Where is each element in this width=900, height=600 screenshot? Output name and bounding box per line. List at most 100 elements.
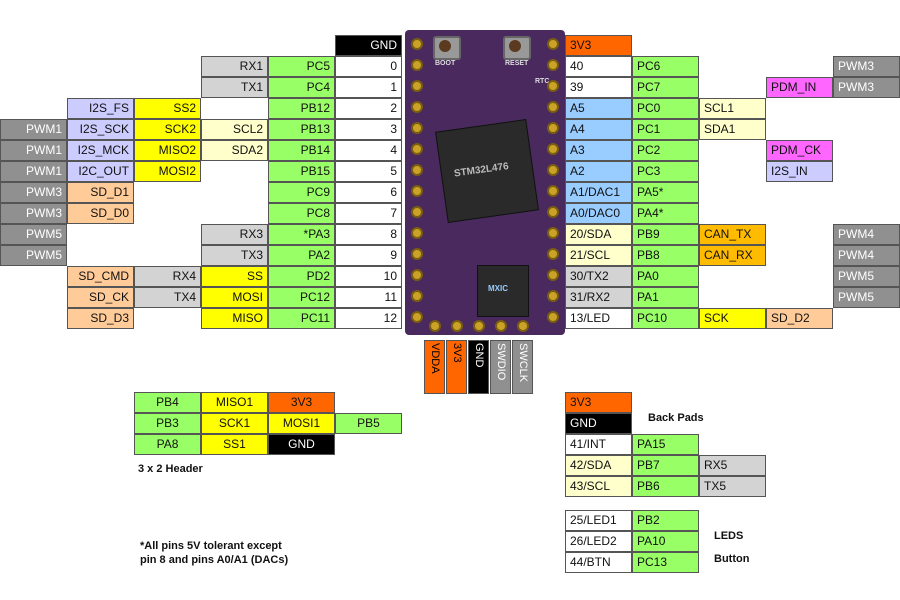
- bp-3v3: 3V3: [565, 392, 632, 413]
- button-title: Button: [714, 553, 750, 565]
- board-image: BOOT RESET RTC STM32L476 MXIC: [405, 30, 565, 335]
- pwm4-21: PWM4: [833, 245, 900, 266]
- hdr-3v3: 3V3: [268, 392, 335, 413]
- port-pd2: PD2: [268, 266, 335, 287]
- pin-3v3-right: 3V3: [565, 35, 632, 56]
- back-pads-title: Back Pads: [648, 412, 704, 424]
- port-pc8: PC8: [268, 203, 335, 224]
- bp-pa15: PA15: [632, 434, 699, 455]
- spi-ss2: SS2: [134, 98, 201, 119]
- pin-a3: A3: [565, 140, 632, 161]
- port-pa4: PA4*: [632, 203, 699, 224]
- board-pad: [411, 290, 423, 302]
- board-pad: [547, 122, 559, 134]
- pin-5: 5: [335, 161, 402, 182]
- board-pad: [547, 206, 559, 218]
- can-rx: CAN_RX: [699, 245, 766, 266]
- pin-8: 8: [335, 224, 402, 245]
- port-pc9: PC9: [268, 182, 335, 203]
- pin-7: 7: [335, 203, 402, 224]
- reset-label: RESET: [505, 60, 529, 67]
- pwm3-39: PWM3: [833, 77, 900, 98]
- board-pad: [547, 38, 559, 50]
- port-pc4: PC4: [268, 77, 335, 98]
- board-pad: [411, 80, 423, 92]
- pwm1-3: PWM1: [0, 119, 67, 140]
- board-pad: [547, 59, 559, 71]
- board-pad: [547, 290, 559, 302]
- port-pc2: PC2: [632, 140, 699, 161]
- sd-d0: SD_D0: [67, 203, 134, 224]
- board-pad: [547, 185, 559, 197]
- pin-4: 4: [335, 140, 402, 161]
- pin-40: 40: [565, 56, 632, 77]
- pin-13-led: 13/LED: [565, 308, 632, 329]
- bp-42-sda: 42/SDA: [565, 455, 632, 476]
- spi-miso: MISO: [201, 308, 268, 329]
- pdm-ck: PDM_CK: [766, 140, 833, 161]
- i2s-in: I2S_IN: [766, 161, 833, 182]
- board-pad: [547, 227, 559, 239]
- pwm5-8: PWM5: [0, 224, 67, 245]
- bp-rx5: RX5: [699, 455, 766, 476]
- chip-label: STM32L476: [453, 161, 510, 180]
- spi-ss: SS: [201, 266, 268, 287]
- spi-sck: SCK: [699, 308, 766, 329]
- board-pad: [411, 269, 423, 281]
- bp-tx5: TX5: [699, 476, 766, 497]
- pin-39: 39: [565, 77, 632, 98]
- pin-3: 3: [335, 119, 402, 140]
- pin-1: 1: [335, 77, 402, 98]
- port-pa3: *PA3: [268, 224, 335, 245]
- board-pad-bottom: [473, 320, 485, 332]
- board-pad: [547, 101, 559, 113]
- pin-9: 9: [335, 245, 402, 266]
- pin-swclk: SWCLK: [512, 340, 533, 394]
- board-pad: [547, 143, 559, 155]
- boot-label: BOOT: [435, 60, 456, 67]
- led-26: 26/LED2: [565, 531, 632, 552]
- board-pad: [547, 248, 559, 260]
- pin-swdio: SWDIO: [490, 340, 511, 394]
- pin-2: 2: [335, 98, 402, 119]
- port-pa1: PA1: [632, 287, 699, 308]
- spi-mosi2: MOSI2: [134, 161, 201, 182]
- flash-chip: MXIC: [477, 265, 529, 317]
- pin-30-tx2: 30/TX2: [565, 266, 632, 287]
- board-pad: [411, 311, 423, 323]
- flash-label: MXIC: [488, 284, 508, 293]
- i2c-out: I2C_OUT: [67, 161, 134, 182]
- i2c-sda2: SDA2: [201, 140, 268, 161]
- hdr-sck1: SCK1: [201, 413, 268, 434]
- port-pc3: PC3: [632, 161, 699, 182]
- hdr-pb4: PB4: [134, 392, 201, 413]
- pin-21-scl: 21/SCL: [565, 245, 632, 266]
- port-pc12: PC12: [268, 287, 335, 308]
- board-pad: [411, 38, 423, 50]
- port-pc6: PC6: [632, 56, 699, 77]
- pin-10: 10: [335, 266, 402, 287]
- pwm3-40: PWM3: [833, 56, 900, 77]
- port-pa2: PA2: [268, 245, 335, 266]
- pin-3v3-bottom: 3V3: [446, 340, 467, 394]
- board-pad: [411, 206, 423, 218]
- port-pb12: PB12: [268, 98, 335, 119]
- btn-44: 44/BTN: [565, 552, 632, 573]
- hdr-ss1: SS1: [201, 434, 268, 455]
- led-pb2: PB2: [632, 510, 699, 531]
- board-pad: [411, 122, 423, 134]
- boot-button: [433, 36, 461, 60]
- serial-tx1: TX1: [201, 77, 268, 98]
- pin-a0-dac0: A0/DAC0: [565, 203, 632, 224]
- serial-rx4: RX4: [134, 266, 201, 287]
- board-pad-bottom: [517, 320, 529, 332]
- spi-mosi: MOSI: [201, 287, 268, 308]
- reset-button: [503, 36, 531, 60]
- bp-pb7: PB7: [632, 455, 699, 476]
- hdr-pa8: PA8: [134, 434, 201, 455]
- pin-31-rx2: 31/RX2: [565, 287, 632, 308]
- pwm5-30: PWM5: [833, 266, 900, 287]
- board-pad: [411, 185, 423, 197]
- bp-43-scl: 43/SCL: [565, 476, 632, 497]
